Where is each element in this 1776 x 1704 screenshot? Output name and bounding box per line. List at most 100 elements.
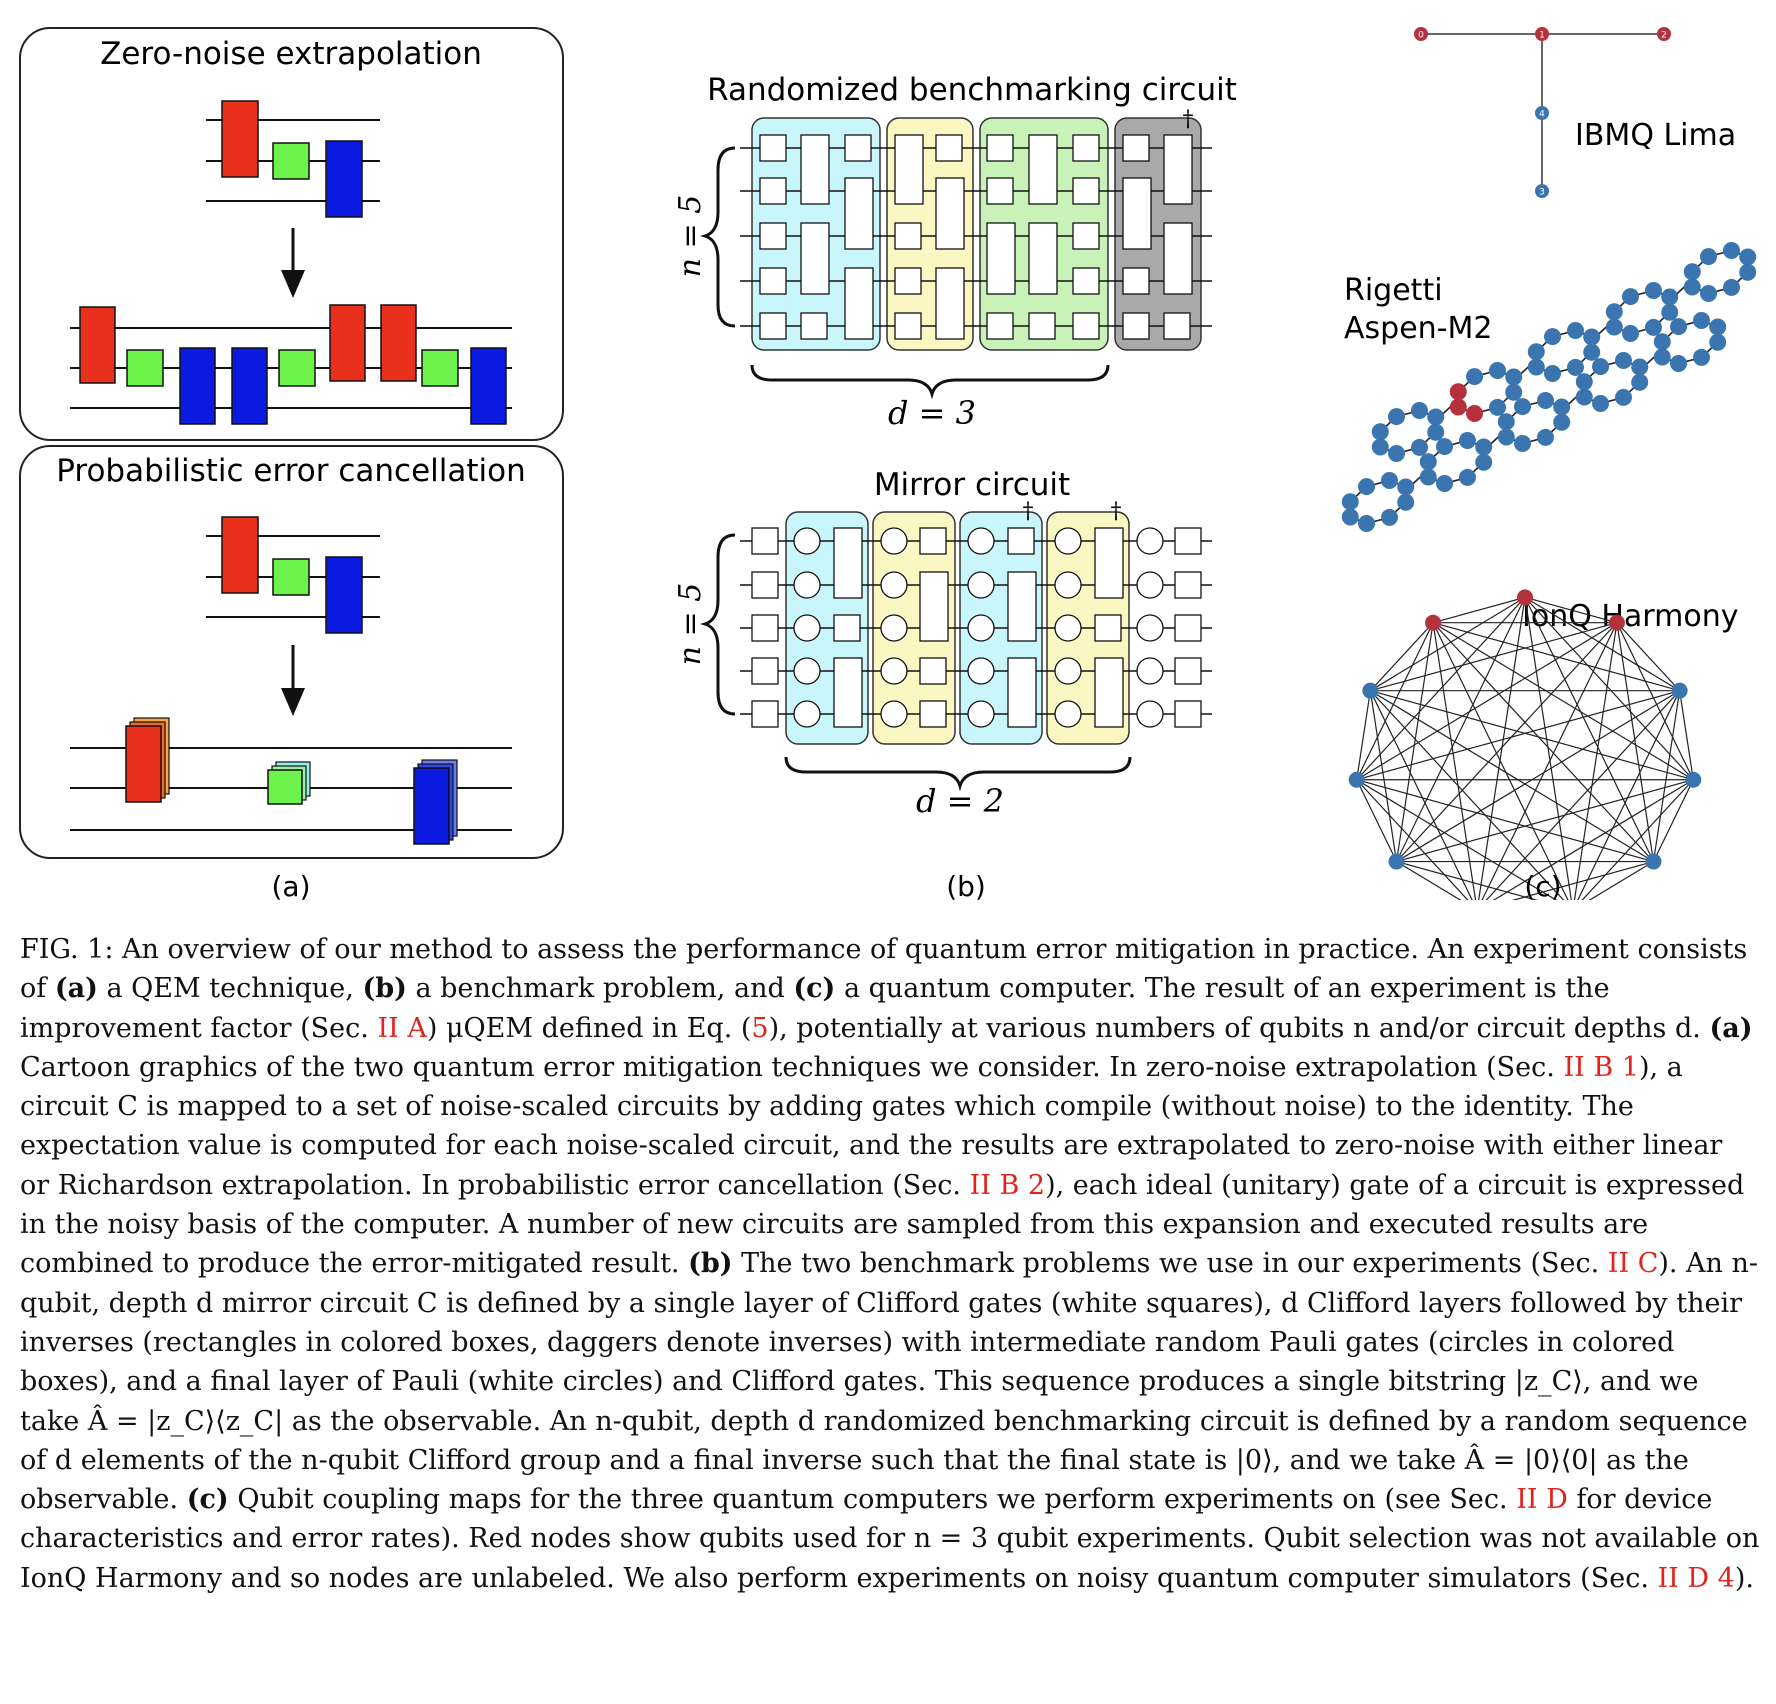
panel-b: Randomized benchmarking circuit † n = 5 … bbox=[673, 72, 1237, 900]
equation-ref-link[interactable]: 5 bbox=[751, 1012, 769, 1044]
qubit-label: 0 bbox=[1418, 31, 1424, 41]
clifford-gate bbox=[751, 571, 779, 599]
clifford-gate bbox=[751, 700, 779, 728]
coupling-edge bbox=[1573, 622, 1618, 900]
qubit-node bbox=[1544, 328, 1562, 346]
section-ref-link[interactable]: II B 1 bbox=[1563, 1051, 1639, 1083]
clifford-gate bbox=[800, 134, 830, 205]
down-arrow-icon bbox=[281, 228, 305, 298]
mirror-dagger-1: † bbox=[1023, 499, 1034, 524]
coupling-edge bbox=[1356, 690, 1680, 781]
qubit-node bbox=[1631, 373, 1649, 391]
clifford-gate bbox=[919, 700, 947, 728]
caption-bold: (c) bbox=[793, 973, 836, 1005]
coupling-edge bbox=[1356, 779, 1398, 862]
clifford-gate bbox=[1163, 222, 1193, 295]
rb-n-brace bbox=[699, 146, 736, 328]
qubit-node bbox=[1670, 318, 1688, 336]
qubit-node bbox=[1388, 408, 1406, 426]
qubit-node bbox=[1653, 333, 1671, 351]
qubit-node bbox=[1670, 355, 1688, 373]
coupling-edge bbox=[1588, 861, 1654, 900]
qubit-node bbox=[1505, 383, 1523, 401]
clifford-gate bbox=[800, 312, 828, 340]
rb-d-label: d = 3 bbox=[888, 394, 976, 432]
clifford-gate bbox=[894, 267, 922, 295]
caption-text: a quantum computer. The result of an exp… bbox=[20, 973, 1610, 1044]
qubit-node bbox=[1358, 515, 1376, 533]
caption-text: ), potentially at various numbers of qub… bbox=[768, 1012, 1701, 1044]
rb-title: Randomized benchmarking circuit bbox=[707, 72, 1237, 108]
coupling-edge bbox=[1356, 596, 1526, 781]
coupling-edge bbox=[1369, 622, 1434, 692]
rigetti-title-1: Rigetti bbox=[1344, 273, 1443, 308]
clifford-gate bbox=[1072, 267, 1100, 295]
zne-folded-circuit bbox=[70, 304, 512, 425]
section-ref-link[interactable]: II C bbox=[1607, 1248, 1659, 1280]
mirror-d-brace bbox=[784, 756, 1132, 792]
coupling-edge bbox=[1356, 622, 1618, 781]
clifford-gate bbox=[935, 134, 963, 162]
qubit-node bbox=[1358, 478, 1376, 496]
caption-bold: (b) bbox=[362, 973, 407, 1005]
qubit-node bbox=[1536, 428, 1554, 446]
section-ref-link[interactable]: II A bbox=[377, 1012, 427, 1044]
qubit-node bbox=[1419, 453, 1437, 471]
pauli-gate bbox=[793, 700, 821, 728]
coupling-edge bbox=[1356, 779, 1469, 900]
mirror-title: Mirror circuit bbox=[874, 467, 1070, 503]
qubit-node bbox=[1466, 405, 1484, 423]
caption-bold: (c) bbox=[186, 1484, 229, 1516]
panel-a: Zero-noise extrapolation bbox=[19, 27, 564, 900]
qubit-node bbox=[1397, 478, 1415, 496]
coupling-edge bbox=[1524, 597, 1572, 900]
panel-c-label: (c) bbox=[1524, 870, 1561, 900]
coupling-edge bbox=[1356, 779, 1558, 900]
coupling-edge bbox=[1652, 779, 1694, 862]
qubit-node bbox=[1371, 423, 1389, 441]
blue-gate bbox=[325, 140, 363, 218]
qubit-node bbox=[1410, 438, 1428, 456]
coupling-edge bbox=[1481, 622, 1618, 900]
coupling-edge bbox=[1356, 779, 1654, 863]
caption-text: a QEM technique, bbox=[106, 973, 354, 1005]
figure-1: Zero-noise extrapolation bbox=[19, 27, 1757, 900]
qubit-node bbox=[1458, 468, 1476, 486]
qubit-node bbox=[1645, 853, 1662, 870]
clifford-gate bbox=[1007, 527, 1035, 555]
qubit-node bbox=[1709, 318, 1727, 336]
pauli-gate bbox=[880, 614, 908, 642]
clifford-gate bbox=[1174, 657, 1202, 685]
coupling-edge bbox=[1369, 690, 1473, 900]
coupling-edge bbox=[1524, 596, 1618, 624]
clifford-gate bbox=[1174, 571, 1202, 599]
coupling-edge bbox=[1396, 690, 1680, 863]
ibmq-title: IBMQ Lima bbox=[1575, 118, 1736, 153]
section-ref-link[interactable]: II D 4 bbox=[1657, 1562, 1735, 1594]
coupling-edge bbox=[1395, 622, 1434, 862]
panel-b-label: (b) bbox=[946, 870, 986, 900]
clifford-gate bbox=[833, 614, 861, 642]
rb-dagger: † bbox=[1183, 107, 1194, 132]
caption-text: ) μQEM defined in Eq. ( bbox=[426, 1012, 752, 1044]
coupling-edge bbox=[1395, 597, 1526, 862]
qubit-node bbox=[1475, 453, 1493, 471]
coupling-edge bbox=[1581, 779, 1694, 900]
qubit-node bbox=[1683, 278, 1701, 296]
qubit-node bbox=[1685, 771, 1702, 788]
pauli-gate bbox=[967, 527, 995, 555]
coupling-edge bbox=[1396, 860, 1539, 900]
clifford-gate bbox=[1028, 312, 1056, 340]
section-ref-link[interactable]: II B 2 bbox=[969, 1169, 1046, 1201]
zne-input-circuit bbox=[206, 100, 380, 218]
clifford-gate bbox=[759, 222, 787, 250]
coupling-edge bbox=[1396, 861, 1462, 900]
section-ref-link[interactable]: II D bbox=[1516, 1484, 1568, 1516]
qubit-node bbox=[1436, 438, 1454, 456]
qubit-node bbox=[1622, 288, 1640, 306]
pauli-gate bbox=[1054, 700, 1082, 728]
qubit-node bbox=[1566, 358, 1584, 376]
red-gate bbox=[221, 100, 259, 178]
clifford-gate bbox=[1094, 527, 1124, 599]
pauli-gate bbox=[880, 571, 908, 599]
